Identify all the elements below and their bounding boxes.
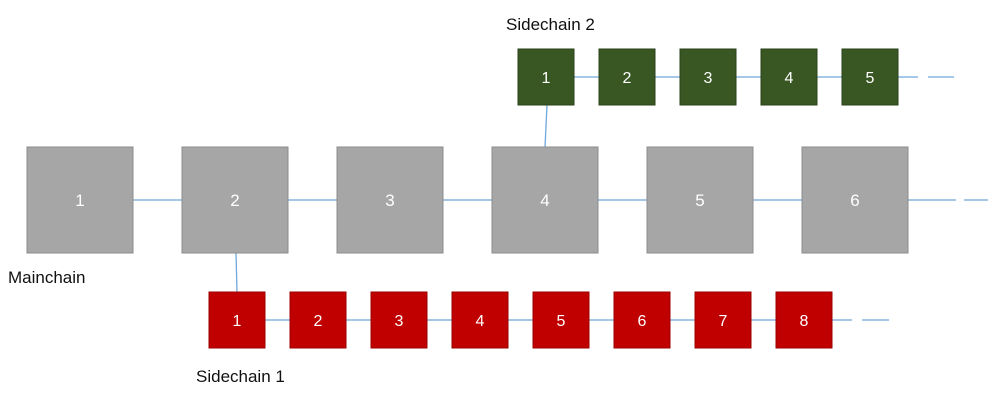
sidechain-1-block-number: 5 [557,313,566,330]
sidechain-2-block: 3 [679,48,737,106]
sidechain-1-block-box [451,291,509,349]
mainchain-block-box [336,146,444,254]
mainchain-block-number: 1 [75,191,84,210]
sidechain-1-block-number: 3 [395,313,404,330]
sidechain-2-block-number: 1 [542,70,551,87]
sidechain-1-branch-link [235,252,238,293]
sidechain-1-block-number: 7 [719,313,728,330]
sidechain-2-block: 2 [598,48,656,106]
sidechain-2-block: 1 [517,48,575,106]
sidechain-1-block: 6 [613,291,671,349]
sidechain-1-block: 5 [532,291,590,349]
sidechain-1-block: 3 [370,291,428,349]
sidechain-2-block: 5 [841,48,899,106]
sidechain-1-block-box [775,291,833,349]
sidechain-2-label: Sidechain 2 [506,15,595,34]
mainchain-block: 1 [26,146,134,254]
mainchain-block-box [181,146,289,254]
mainchain-block: 4 [491,146,599,254]
sidechain-1-label: Sidechain 1 [196,367,285,386]
sidechain-2-block-box [598,48,656,106]
sidechain-1-block-number: 4 [476,313,485,330]
sidechain-2-block-number: 3 [704,70,713,87]
mainchain-block-number: 3 [385,191,394,210]
sidechain-1-block: 1 [208,291,266,349]
sidechain-1-block: 4 [451,291,509,349]
mainchain-block-number: 2 [230,191,239,210]
sidechain-2-block: 4 [760,48,818,106]
sidechain-1-block: 7 [694,291,752,349]
mainchain-label: Mainchain [8,268,86,287]
sidechain-1-block: 8 [775,291,833,349]
connector-lines [133,76,988,321]
sidechain-1-block-box [370,291,428,349]
sidechain-1-block-box [613,291,671,349]
sidechain-1-block-box [208,291,266,349]
mainchain-block-number: 6 [850,191,859,210]
sidechain-1-block-number: 6 [638,313,647,330]
mainchain-block-number: 5 [695,191,704,210]
mainchain-block-box [26,146,134,254]
sidechain-2-block-number: 5 [866,70,875,87]
mainchain-block-box [801,146,909,254]
sidechain-2-block-number: 2 [623,70,632,87]
mainchain-block: 6 [801,146,909,254]
block-groups: 1 2 3 4 5 6 1 2 3 4 5 6 7 8 1 2 3 4 5 [26,48,909,349]
mainchain-block-number: 4 [540,191,549,210]
mainchain-block: 2 [181,146,289,254]
sidechain-1-block-box [694,291,752,349]
sidechain-2-block-box [517,48,575,106]
mainchain-block-box [491,146,599,254]
mainchain-block: 3 [336,146,444,254]
sidechain-2-block-box [679,48,737,106]
mainchain-block-box [646,146,754,254]
sidechain-2-block-box [841,48,899,106]
sidechain-2-block-number: 4 [785,70,794,87]
sidechain-1-block-number: 2 [314,313,323,330]
sidechain-1-block-number: 8 [800,313,809,330]
sidechain-1-block: 2 [289,291,347,349]
sidechain-2-block-box [760,48,818,106]
sidechain-1-block-box [532,291,590,349]
sidechain-1-block-box [289,291,347,349]
sidechain-1-block-number: 1 [233,313,242,330]
mainchain-block: 5 [646,146,754,254]
sidechain-2-branch-link [544,104,548,148]
